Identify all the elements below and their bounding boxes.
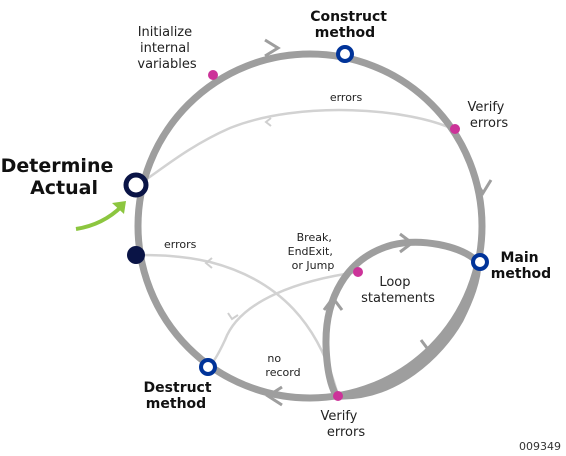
arrow-loop-top: [399, 232, 415, 254]
point-initialize: [208, 70, 218, 80]
label-break: Break, EndExit, or Jump: [288, 231, 337, 272]
point-verify-bottom: [333, 391, 343, 401]
errors-top-arrow: [264, 117, 272, 127]
label-no-record: no record: [265, 352, 300, 379]
arrow-top: [264, 38, 281, 58]
point-break: [353, 267, 363, 277]
label-initialize: Initialize internal variables: [137, 25, 196, 72]
errors-return-path-left: [135, 253, 340, 397]
green-pointer-arrow: [75, 204, 124, 231]
errors-return-path-top: [135, 108, 456, 187]
node-destruct-method: [199, 358, 217, 376]
label-determine-actual: Determine Actual: [1, 155, 120, 199]
arrow-loop-right: [419, 339, 441, 355]
node-construct-method: [336, 45, 354, 63]
node-determine-actual: [123, 172, 149, 198]
point-verify-top: [450, 124, 460, 134]
break-arrow: [227, 312, 239, 321]
arrow-bottom: [265, 385, 283, 407]
label-main-method: Main method: [491, 250, 551, 282]
label-construct-method: Construct method: [310, 9, 392, 41]
label-verify-top: Verify errors: [467, 100, 508, 131]
node-main-method: [471, 253, 489, 271]
node-errors-entry: [127, 246, 145, 264]
main-cycle-path: [134, 50, 486, 402]
label-errors-left: errors: [164, 238, 197, 251]
label-loop-statements: Loop statements: [361, 275, 435, 306]
label-errors-top: errors: [330, 91, 363, 104]
errors-left-arrow: [204, 257, 213, 269]
green-pointer-head: [112, 201, 126, 214]
arrow-right: [473, 179, 493, 196]
label-verify-bottom: Verify errors: [320, 409, 365, 440]
label-destruct-method: Destruct method: [144, 380, 217, 412]
arrow-loop-left: [322, 295, 344, 311]
figure-id: 009349: [519, 440, 561, 453]
loop-path: [322, 238, 482, 400]
